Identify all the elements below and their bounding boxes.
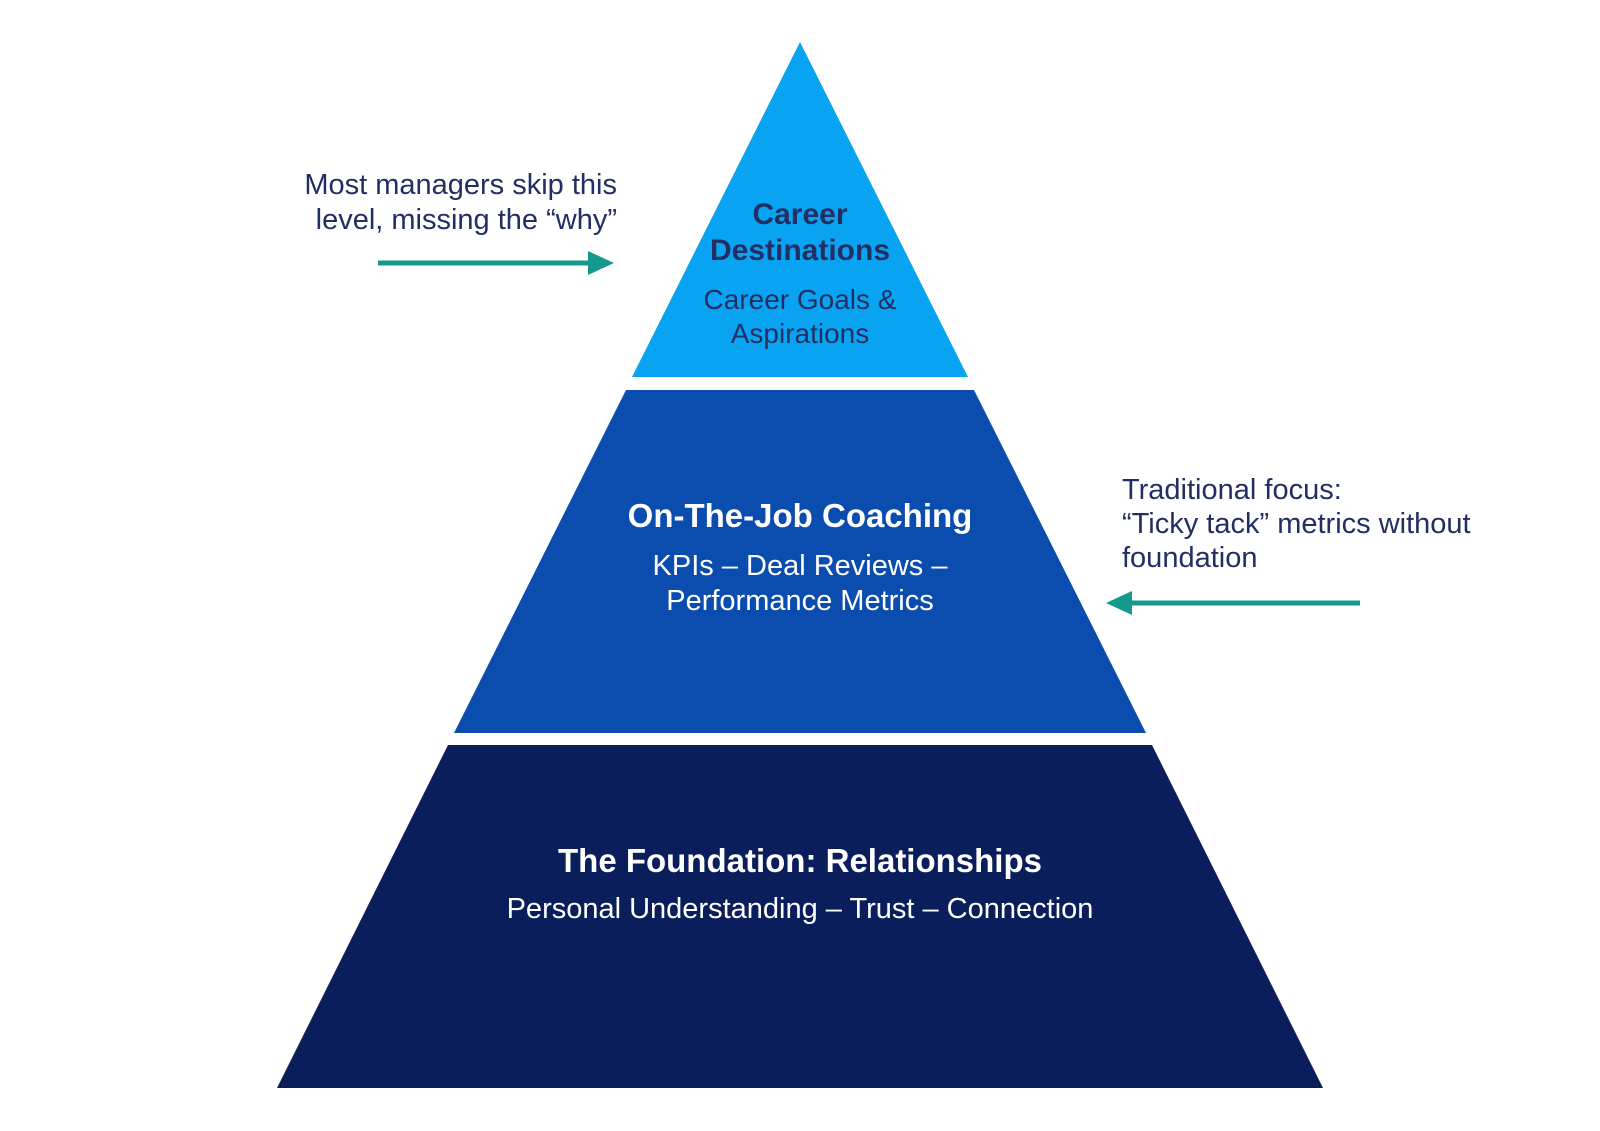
tier-bottom-subtitle: Personal Understanding – Trust – Connect… xyxy=(506,893,1094,925)
annotation-right-line3: foundation xyxy=(1122,542,1258,574)
annotation-right: Traditional focus: “Ticky tack” metrics … xyxy=(1122,473,1542,575)
tier-middle-shape xyxy=(454,390,1146,733)
annotation-right-line2: “Ticky tack” metrics without xyxy=(1122,508,1471,540)
tier-top-title: Career Destinations xyxy=(709,198,891,267)
left-arrow-head xyxy=(588,251,614,275)
annotation-right-line1: Traditional focus: xyxy=(1122,474,1342,506)
tier-top-shape xyxy=(632,42,968,377)
tier-bottom-title: The Foundation: Relationships xyxy=(558,842,1042,879)
annotation-left: Most managers skip this level, missing t… xyxy=(197,168,617,238)
right-annotation-arrow-icon xyxy=(1106,591,1360,615)
right-arrow-head xyxy=(1106,591,1132,615)
tier-middle-subtitle: KPIs – Deal Reviews – Performance Metric… xyxy=(652,550,948,617)
tier-middle-title: On-The-Job Coaching xyxy=(627,497,973,534)
left-annotation-arrow-icon xyxy=(378,251,614,275)
tier-bottom-shape xyxy=(277,745,1323,1088)
tier-top-subtitle: Career Goals & Aspirations xyxy=(703,284,897,349)
annotation-left-line1: Most managers skip this xyxy=(304,169,617,201)
annotation-left-line2: level, missing the “why” xyxy=(315,204,617,236)
